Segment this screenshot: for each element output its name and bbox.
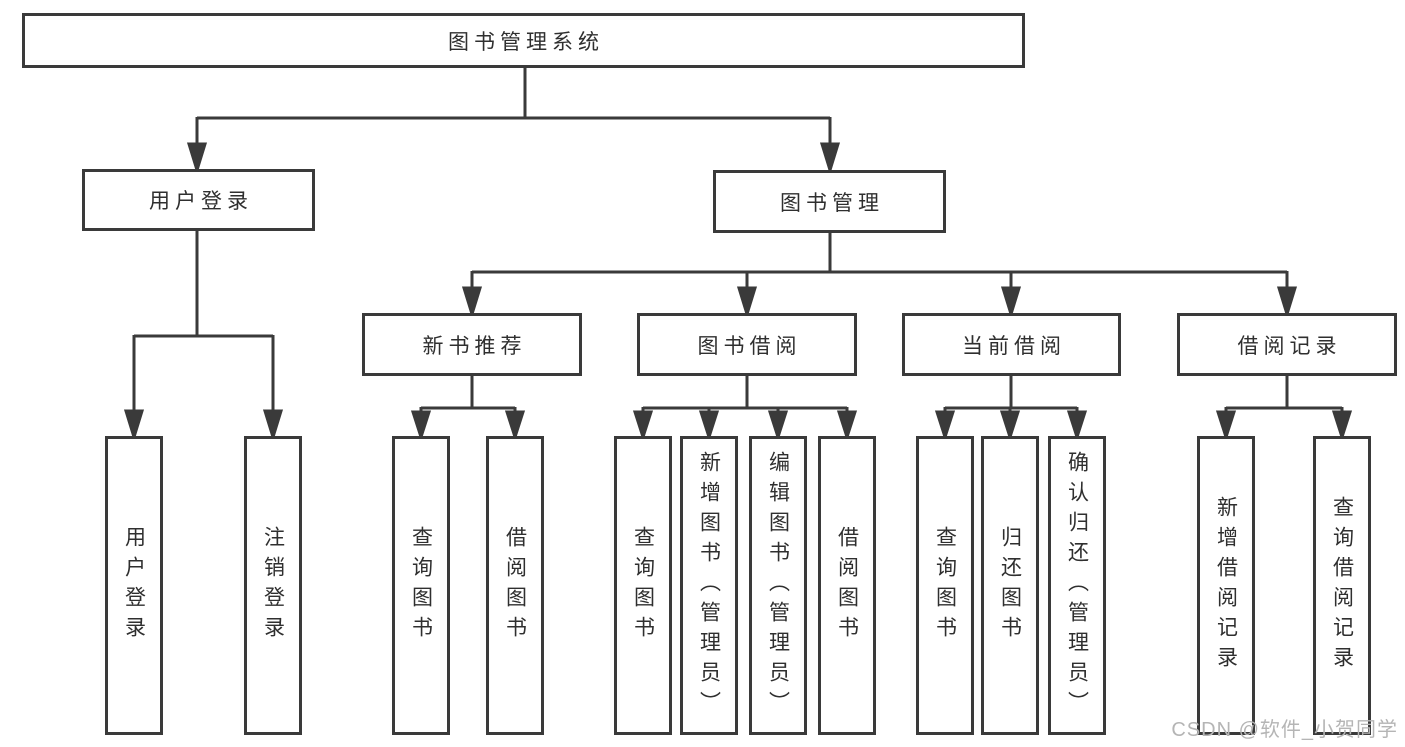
node-label: 确认归还（管理员） (1065, 450, 1089, 721)
node-edit-book-admin: 编辑图书（管理员） (749, 436, 807, 735)
node-query-borrow-record: 查询借阅记录 (1313, 436, 1371, 735)
node-query-books-recommend: 查询图书 (392, 436, 450, 735)
node-label: 借阅图书 (835, 525, 859, 646)
arrowhead-icon (1000, 286, 1022, 320)
node-new-book-recommendation: 新书推荐 (362, 313, 582, 376)
arrowhead-icon (767, 410, 789, 442)
node-label: 新书推荐 (422, 334, 527, 358)
node-confirm-return-admin: 确认归还（管理员） (1048, 436, 1106, 735)
node-label: 图书管理 (780, 191, 884, 215)
node-add-borrow-record: 新增借阅记录 (1197, 436, 1255, 735)
arrowhead-icon (410, 410, 432, 442)
arrowhead-icon (504, 410, 526, 442)
node-book-management: 图书管理 (713, 170, 946, 233)
node-label: 编辑图书（管理员） (766, 450, 790, 721)
node-book-borrowing: 图书借阅 (637, 313, 857, 376)
node-label: 查询图书 (409, 525, 433, 646)
arrowhead-icon (123, 409, 145, 443)
node-label: 新增借阅记录 (1214, 495, 1238, 676)
node-borrowing-records: 借阅记录 (1177, 313, 1397, 376)
arrowhead-icon (262, 409, 284, 443)
node-label: 查询图书 (933, 525, 957, 646)
node-query-books-current: 查询图书 (916, 436, 974, 735)
node-label: 用户登录 (122, 525, 146, 646)
node-borrow-books-recommend: 借阅图书 (486, 436, 544, 735)
arrowhead-icon (186, 142, 208, 176)
arrowhead-icon (1331, 410, 1353, 442)
node-library-management-system: 图书管理系统 (22, 13, 1025, 68)
node-label: 查询图书 (631, 525, 655, 646)
arrowhead-icon (698, 410, 720, 442)
node-logout: 注销登录 (244, 436, 302, 735)
node-label: 借阅图书 (503, 525, 527, 646)
node-label: 图书借阅 (697, 334, 802, 358)
node-label: 当前借阅 (962, 334, 1066, 358)
node-return-books: 归还图书 (981, 436, 1039, 735)
node-label: 查询借阅记录 (1330, 495, 1354, 676)
node-label: 归还图书 (998, 525, 1022, 646)
node-label: 图书管理系统 (448, 30, 604, 54)
node-label: 注销登录 (261, 525, 285, 646)
node-label: 新增图书（管理员） (697, 450, 721, 721)
node-label: 借阅记录 (1237, 334, 1342, 358)
arrowhead-icon (632, 410, 654, 442)
node-add-book-admin: 新增图书（管理员） (680, 436, 738, 735)
node-query-books-borrowing: 查询图书 (614, 436, 672, 735)
arrowhead-icon (836, 410, 858, 442)
arrowhead-icon (1066, 410, 1088, 442)
node-user-login: 用户登录 (82, 169, 315, 231)
node-label: 用户登录 (149, 190, 253, 213)
arrowhead-icon (819, 142, 841, 176)
arrowhead-icon (1276, 286, 1298, 320)
arrowhead-icon (934, 410, 956, 442)
node-current-borrowing: 当前借阅 (902, 313, 1121, 376)
csdn-watermark: CSDN @软件_小贺同学 (1171, 719, 1398, 741)
arrowhead-icon (999, 410, 1021, 442)
node-user-login-leaf: 用户登录 (105, 436, 163, 735)
arrowhead-icon (461, 286, 483, 320)
arrowhead-icon (736, 286, 758, 320)
node-borrow-books-leaf: 借阅图书 (818, 436, 876, 735)
arrowhead-icon (1215, 410, 1237, 442)
